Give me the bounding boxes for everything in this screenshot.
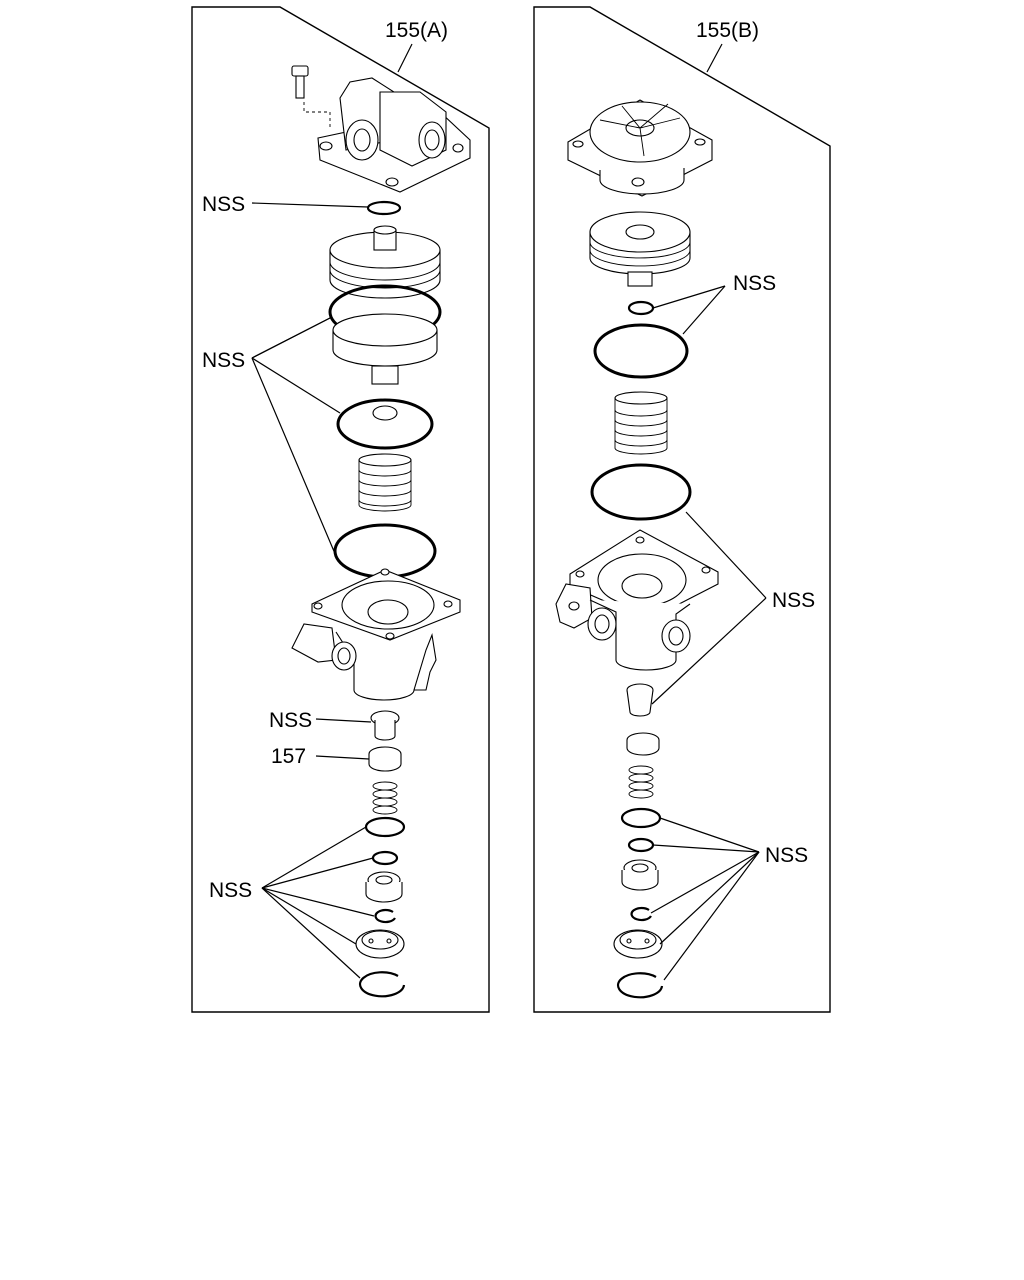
panel-a-exhaust-cover: [355, 929, 405, 959]
panel-a-spring: [358, 453, 412, 512]
panel-a-retaining-ring: [359, 971, 406, 998]
panel-a-frame: [191, 6, 490, 1013]
leader-a-nss-group: [251, 317, 341, 557]
panel-a-valve-cover: [317, 77, 471, 193]
panel-a-valve-seat: [370, 710, 400, 741]
panel-b-small-o-ring: [627, 300, 655, 316]
panel-a-small-spring: [372, 781, 398, 815]
panel-b-inlet-valve: [621, 859, 659, 891]
panel-a-title: 155(A): [385, 19, 448, 42]
leader-b-nss-top: [652, 285, 726, 335]
panel-b-o-ring-1: [620, 807, 662, 829]
label-a-nss-bottom: NSS: [209, 879, 252, 902]
panel-b-small-spring: [628, 765, 654, 799]
label-a-nss-mid: NSS: [269, 709, 312, 732]
panel-a-small-o-ring: [366, 200, 402, 216]
label-b-nss-top: NSS: [733, 272, 776, 295]
panel-b-o-ring-lower: [590, 463, 692, 521]
panel-a-o-ring-1: [364, 816, 406, 838]
panel-a-seal-ring: [336, 398, 434, 450]
panel-a-title-leader: [397, 43, 413, 73]
panel-a-snap-ring-small: [374, 908, 396, 924]
panel-a-lower-body: [291, 568, 461, 701]
panel-b-lower-body: [555, 529, 719, 671]
panel-a-part-157: [368, 746, 402, 772]
leader-a-nss-mid: [315, 718, 372, 723]
leader-a-part-157: [315, 755, 370, 760]
leader-b-nss-mid: [651, 511, 767, 705]
panel-b-guide-ring: [626, 732, 660, 756]
panel-a-piston: [328, 225, 442, 385]
label-a-nss-top: NSS: [202, 193, 245, 216]
label-b-nss-bottom: NSS: [765, 844, 808, 867]
panel-a-o-ring-2: [371, 850, 399, 866]
panel-b-o-ring-2: [627, 837, 655, 853]
panel-a: 155(A): [191, 6, 490, 1013]
panel-b-exhaust-cover: [613, 929, 663, 959]
panel-a-bolt: [291, 65, 331, 128]
panel-b-retaining-ring: [617, 972, 664, 999]
panel-b-spring: [614, 391, 668, 455]
panel-b-snap-ring-small: [630, 906, 652, 922]
panel-b-piston: [589, 211, 691, 287]
panel-b-title-leader: [706, 43, 723, 73]
panel-a-inlet-valve: [365, 871, 403, 903]
label-a-part-157: 157: [271, 745, 306, 768]
panel-b-title: 155(B): [696, 19, 759, 42]
panel-b-valve-seat: [626, 683, 654, 717]
panel-b: 155(B): [533, 6, 831, 1013]
label-b-nss-mid: NSS: [772, 589, 815, 612]
panel-b-o-ring-upper: [593, 323, 689, 379]
panel-b-top-cover: [567, 99, 713, 197]
panel-b-frame: [533, 6, 831, 1013]
leader-b-nss-bottom: [650, 817, 760, 981]
leader-a-nss-bottom: [261, 826, 375, 979]
label-a-nss-group: NSS: [202, 349, 245, 372]
leader-a-nss-top: [251, 202, 369, 208]
